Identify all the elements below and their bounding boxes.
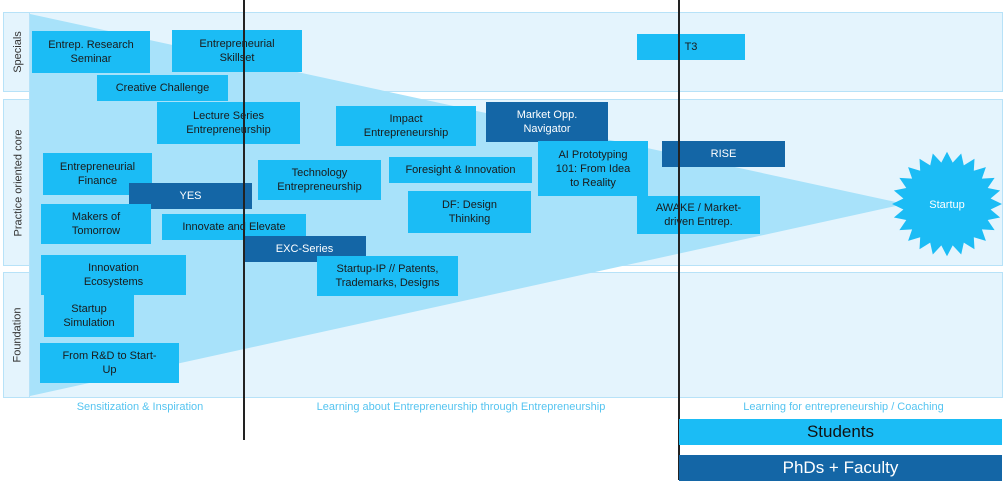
box-entrepreneurial-skillset: Entrepreneurial Skillset xyxy=(172,30,302,72)
box-startup-simulation: Startup Simulation xyxy=(44,295,134,337)
legend-students: Students xyxy=(679,419,1002,445)
box-t3: T3 xyxy=(637,34,745,60)
box-rise: RISE xyxy=(662,141,785,167)
band-label-practice-core: Practice oriented core xyxy=(12,129,24,236)
phase-learning-for: Learning for entrepreneurship / Coaching xyxy=(743,401,944,413)
box-innovation-ecosystems: Innovation Ecosystems xyxy=(41,255,186,295)
box-foresight-innovation: Foresight & Innovation xyxy=(389,157,532,183)
phase-divider-2 xyxy=(678,0,680,480)
phase-learning-about: Learning about Entrepreneurship through … xyxy=(316,401,606,413)
box-lecture-series: Lecture Series Entrepreneurship xyxy=(157,102,300,144)
box-market-opp-navigator: Market Opp. Navigator xyxy=(486,102,608,142)
startup-label: Startup xyxy=(929,199,964,211)
box-ai-prototyping: AI Prototyping 101: From Idea to Reality xyxy=(538,141,648,196)
box-impact-entrepreneurship: Impact Entrepreneurship xyxy=(336,106,476,146)
box-startup-ip: Startup-IP // Patents, Trademarks, Desig… xyxy=(317,256,458,296)
band-label-foundation: Foundation xyxy=(12,307,25,363)
startup-burst-shape xyxy=(892,151,1002,257)
box-technology-entrepreneurship: Technology Entrepreneurship xyxy=(258,160,381,200)
box-innovate-and-elevate: Innovate and Elevate xyxy=(162,214,306,240)
phase-sensitization: Sensitization & Inspiration xyxy=(76,401,204,413)
box-rd-to-startup: From R&D to Start- Up xyxy=(40,343,179,383)
band-label-specials: Specials xyxy=(12,31,25,73)
box-entrep-research-seminar: Entrep. Research Seminar xyxy=(32,31,150,73)
band-divider xyxy=(29,12,30,398)
startup-burst: Startup xyxy=(892,151,1002,257)
box-creative-challenge: Creative Challenge xyxy=(97,75,228,101)
box-awake: AWAKE / Market- driven Entrep. xyxy=(637,196,760,234)
phase-divider-1 xyxy=(243,0,245,440)
box-makers-of-tomorrow: Makers of Tomorrow xyxy=(41,204,151,244)
box-df-design-thinking: DF: Design Thinking xyxy=(408,191,531,233)
legend-phds-faculty: PhDs + Faculty xyxy=(679,455,1002,481)
